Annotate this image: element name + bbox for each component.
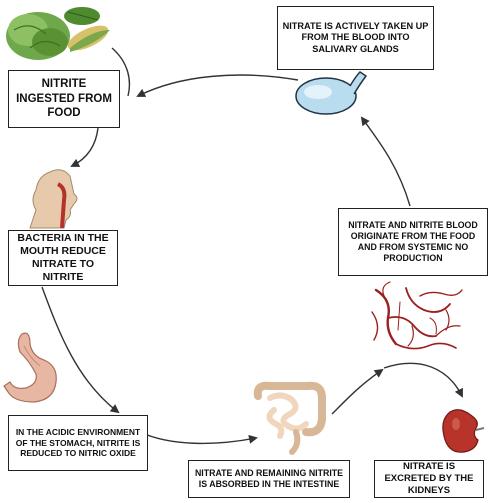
stomach-reduction-text: IN THE ACIDIC ENVIRONMENT OF THE STOMACH… (15, 427, 141, 459)
blood-origin-box: NITRATE AND NITRITE BLOOD ORIGINATE FROM… (338, 208, 488, 276)
intestine-absorption-box: NITRATE AND REMAINING NITRITE IS ABSORBE… (188, 460, 350, 498)
stomach-reduction-box: IN THE ACIDIC ENVIRONMENT OF THE STOMACH… (8, 415, 148, 471)
kidney-excretion-text: NITRATE IS EXCRETED BY THE KIDNEYS (384, 461, 474, 496)
arrow-to-kidneys (383, 362, 463, 398)
bacteria-reduction-text: BACTERIA IN THE MOUTH REDUCE NITRATE TO … (17, 231, 109, 284)
kidney-icon (442, 409, 485, 453)
arrow-ingested-to-mouth (70, 127, 99, 167)
salivary-uptake-box: NITRATE IS ACTIVELY TAKEN UP FROM THE BL… (277, 6, 434, 70)
intestine-icon (253, 381, 326, 455)
nitrite-ingested-box: NITRITE INGESTED FROM FOOD (8, 70, 120, 128)
arrow-vegetables-to-nitrite (111, 47, 131, 97)
blood-origin-text: NITRATE AND NITRITE BLOOD ORIGINATE FROM… (348, 220, 478, 263)
nitrite-ingested-text: NITRITE INGESTED FROM FOOD (16, 78, 112, 120)
stomach-icon (3, 332, 57, 403)
bacteria-reduction-box: BACTERIA IN THE MOUTH REDUCE NITRATE TO … (8, 230, 118, 286)
arrow-stomach-to-intestine (139, 431, 258, 445)
blood-vessels-icon (371, 281, 463, 350)
mouth-icon (29, 169, 78, 229)
arrow-intestine-to-blood (331, 368, 384, 415)
arrow-bacteria-to-stomach (41, 286, 120, 414)
intestine-absorption-text: NITRATE AND REMAINING NITRITE IS ABSORBE… (194, 468, 344, 489)
arrow-blood-to-salivary (360, 116, 411, 207)
vegetables-icon (6, 7, 110, 60)
salivary-gland-icon (295, 71, 368, 115)
kidney-excretion-box: NITRATE IS EXCRETED BY THE KIDNEYS (374, 460, 484, 498)
arrow-salivary-to-ingested (136, 74, 299, 97)
salivary-uptake-text: NITRATE IS ACTIVELY TAKEN UP FROM THE BL… (282, 20, 429, 54)
